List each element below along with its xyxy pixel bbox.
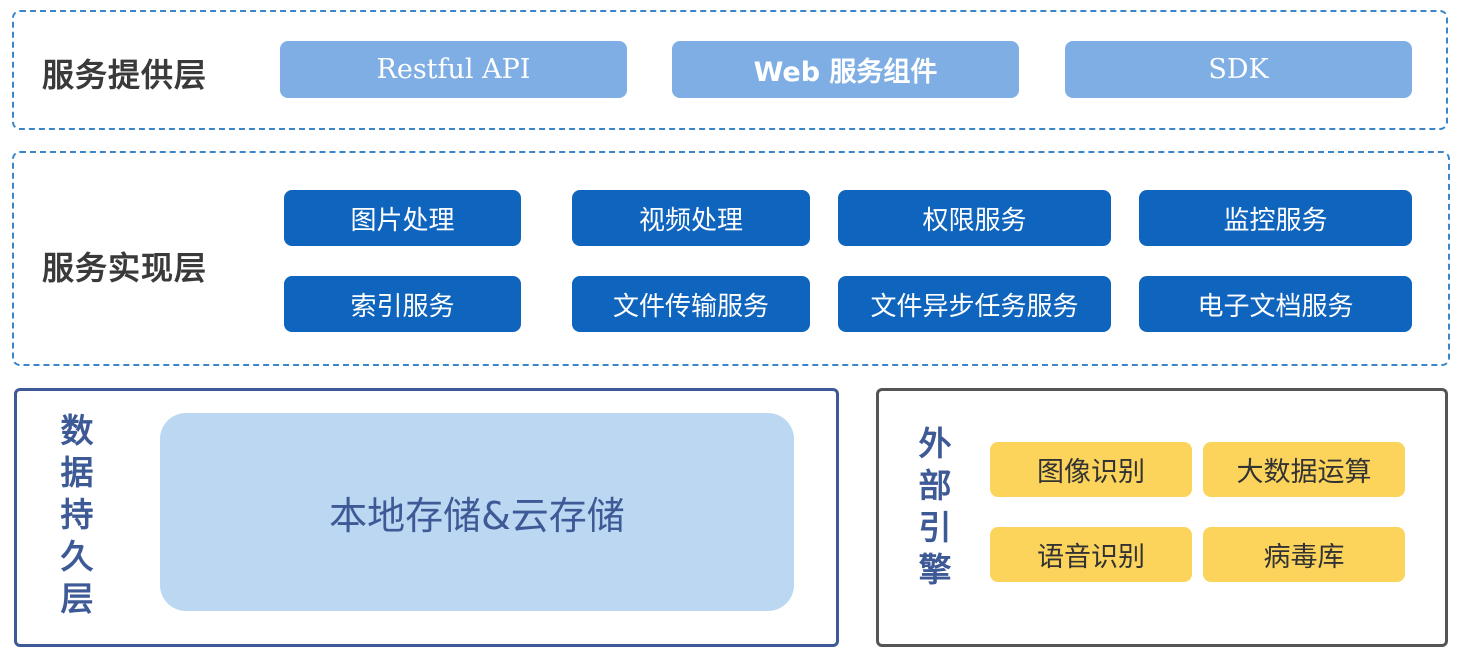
service-implementation-layer <box>12 151 1450 366</box>
service-implementation-layer-label: 服务实现层 <box>42 249 208 287</box>
monitoring-service-box: 监控服务 <box>1139 190 1412 246</box>
image-processing-box: 图片处理 <box>284 190 521 246</box>
image-recognition-box: 图像识别 <box>990 442 1192 497</box>
local-and-cloud-storage-box: 本地存储&云存储 <box>160 413 794 611</box>
virus-database-box: 病毒库 <box>1203 527 1405 582</box>
service-provider-layer-label: 服务提供层 <box>42 56 208 94</box>
data-persistence-layer-label: 数据持久层 <box>60 411 94 618</box>
external-engine-layer <box>876 388 1448 647</box>
electronic-document-service-box: 电子文档服务 <box>1139 276 1412 332</box>
sdk-box: SDK <box>1065 41 1412 98</box>
restful-api-box: Restful API <box>280 41 627 98</box>
big-data-computing-box: 大数据运算 <box>1203 442 1405 497</box>
speech-recognition-box: 语音识别 <box>990 527 1192 582</box>
service-provider-layer <box>12 10 1448 130</box>
file-async-task-service-box: 文件异步任务服务 <box>838 276 1111 332</box>
file-transfer-service-box: 文件传输服务 <box>572 276 810 332</box>
web-service-component-box: Web 服务组件 <box>672 41 1019 98</box>
index-service-box: 索引服务 <box>284 276 521 332</box>
external-engine-label: 外部引擎 <box>918 424 952 589</box>
data-persistence-layer <box>14 388 839 647</box>
video-processing-box: 视频处理 <box>572 190 810 246</box>
permission-service-box: 权限服务 <box>838 190 1111 246</box>
